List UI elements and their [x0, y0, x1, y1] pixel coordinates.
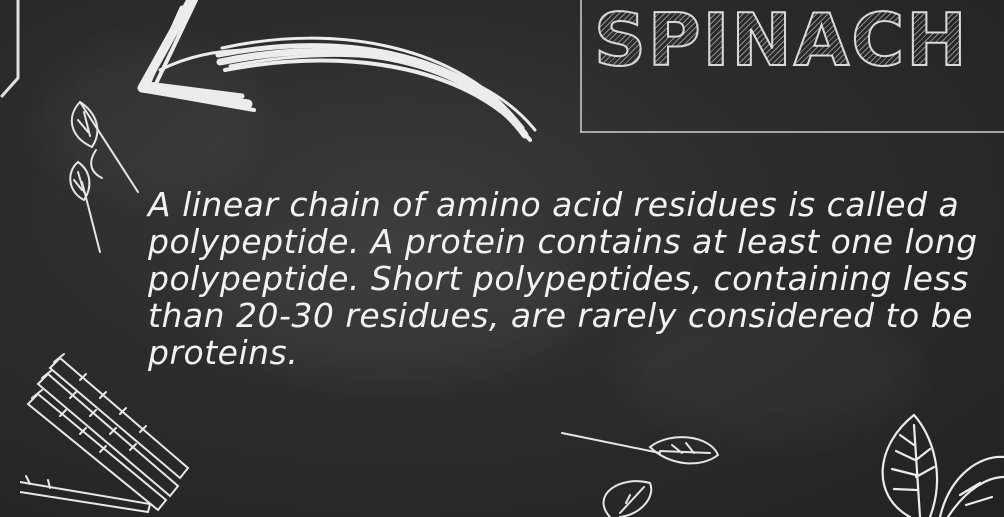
- title-frame-underline: [580, 131, 1004, 133]
- title-frame-divider: [580, 0, 582, 132]
- page-title: SPINACH: [593, 3, 994, 77]
- spinach-leaf-icon: [881, 413, 1004, 517]
- herb-sprig-icon: [561, 432, 720, 517]
- body-paragraph: A linear chain of amino acid residues is…: [148, 185, 978, 372]
- frame-corner-icon: [0, 0, 20, 98]
- herb-sprig-icon: [69, 100, 139, 253]
- asparagus-icon: [20, 353, 190, 514]
- arrow-icon: [137, 0, 537, 142]
